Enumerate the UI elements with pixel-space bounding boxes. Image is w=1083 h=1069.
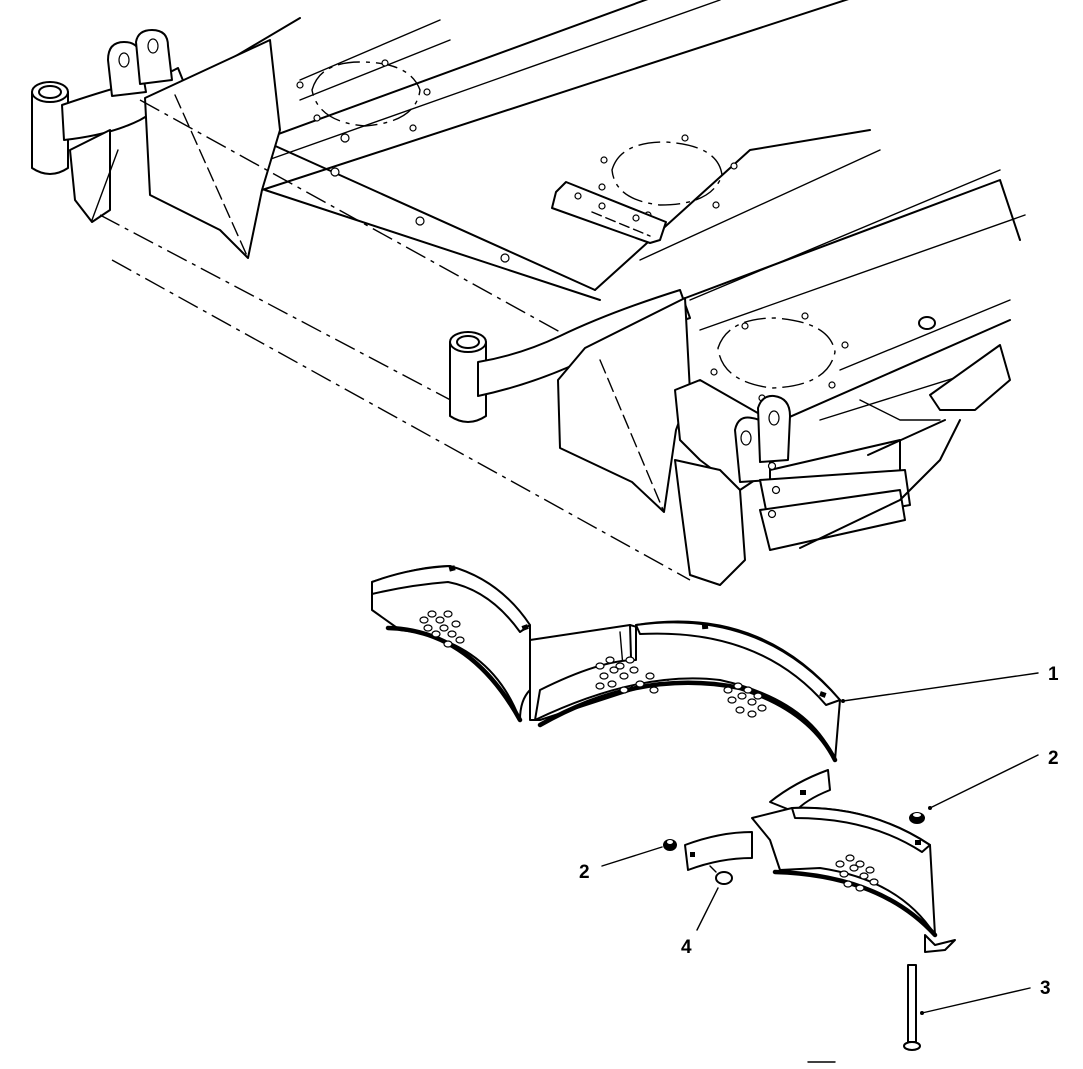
long-bolt-icon [903, 964, 921, 1051]
perforation-pattern-right [723, 682, 767, 718]
callout-2-left: 2 [579, 862, 590, 883]
callout-3: 3 [1040, 978, 1051, 999]
center-plate [551, 181, 667, 244]
left-gusset [144, 39, 281, 259]
callout-2-upper: 2 [1048, 748, 1059, 769]
perforation-pattern-middle [595, 656, 659, 694]
lower-baffle-segment [684, 769, 956, 953]
deck-bolt-icon [918, 316, 936, 330]
left-lift-brackets [107, 29, 173, 97]
callout-1: 1 [1048, 664, 1059, 685]
nut-icon [909, 812, 925, 824]
deck-frame-assembly [31, 0, 1026, 586]
leader-lines [601, 672, 1039, 1015]
nut-icon [663, 839, 677, 851]
right-bracket-assembly [674, 379, 961, 586]
callout-4: 4 [681, 937, 692, 958]
baffle-assembly [371, 565, 841, 763]
left-pivot-tube [31, 81, 69, 175]
right-arm [477, 289, 691, 397]
perforation-pattern-left [419, 610, 465, 648]
carriage-bolt-icon [709, 865, 733, 885]
perforation-pattern-lower [835, 854, 879, 892]
